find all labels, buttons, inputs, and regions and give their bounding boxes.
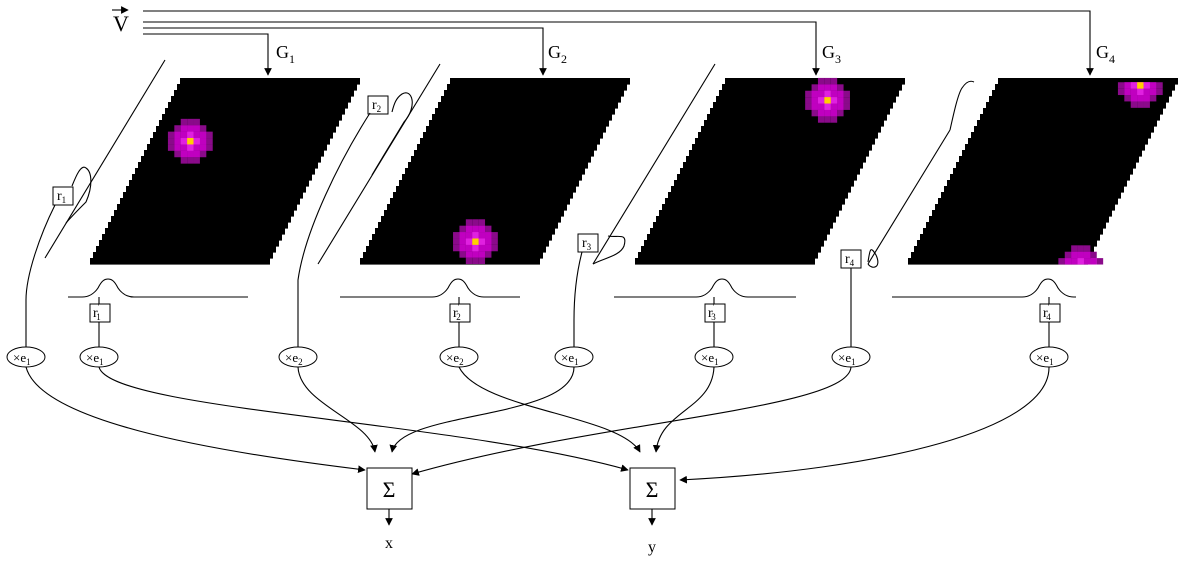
conn-rp4-y (679, 366, 1050, 484)
sum-connections (25, 366, 1050, 484)
r-prime-box-3: r'3 (704, 297, 726, 347)
svg-text:r'3: r'3 (708, 302, 716, 322)
activity-blob-4-1 (1117, 82, 1163, 108)
tuning-curve-3 (592, 235, 626, 265)
svg-text:×e2: ×e2 (285, 350, 303, 367)
input-line-g3 (143, 21, 820, 76)
multiplier-rp2: ×e2 (439, 346, 479, 368)
bottom-curve-3 (614, 278, 796, 298)
svg-text:×e1: ×e1 (838, 350, 856, 367)
grid-panel-1 (90, 78, 360, 265)
multiplier-r2: ×e2 (278, 346, 318, 368)
tuning-curve-1 (65, 166, 92, 224)
multiplier-rp1: ×e1 (79, 346, 119, 368)
tuning-axis-4 (867, 129, 951, 265)
svg-text:r2: r2 (372, 98, 381, 114)
conn-r1-x (25, 366, 366, 473)
gate-label-2: G2 (548, 42, 567, 66)
conn-rp2-y (458, 366, 641, 453)
gate-label-4: G4 (1096, 42, 1115, 66)
grid-panel-3 (635, 77, 905, 265)
input-line-g2 (143, 27, 547, 76)
bottom-curve-4 (892, 278, 1076, 298)
activity-blob-4-2 (1058, 245, 1104, 265)
sum-node-y: Σ y (629, 467, 676, 556)
activity-blob-1-1 (167, 118, 213, 164)
grid-panel-4 (908, 78, 1178, 265)
multipliers: ×e1 ×e1 ×e2 ×e2 ×e1 ×e1 ×e1 ×e1 (6, 346, 1069, 368)
conn-rp1-y (98, 366, 629, 472)
multiplier-r1: ×e1 (6, 346, 46, 368)
r-boxes: r1 r2 r3 r4 (52, 95, 862, 269)
left-tuning-curves (44, 59, 975, 268)
r-box-1: r1 (52, 186, 74, 206)
multiplier-r3: ×e1 (554, 346, 594, 368)
grid-panel-2 (360, 78, 630, 265)
svg-text:r4: r4 (845, 252, 855, 268)
multiplier-rp4: ×e1 (1029, 346, 1069, 368)
gate-labels: G1 G2 G3 G4 (276, 42, 1115, 66)
r-box-2: r2 (367, 95, 389, 115)
conn-r2-x (297, 366, 378, 453)
conn-r4-x (411, 366, 852, 476)
vector-label: V (113, 11, 129, 36)
sum-node-x: Σ x (366, 467, 413, 552)
sum-symbol-y: Σ (646, 477, 659, 502)
input-line-g1 (143, 33, 272, 76)
sum-box-x (366, 467, 413, 510)
bottom-curve-1 (68, 278, 248, 298)
input-vector: V (112, 6, 129, 36)
r-prime-boxes: r'1 r'2 r'3 r'4 (89, 297, 1061, 347)
svg-text:×e1: ×e1 (13, 350, 31, 367)
svg-text:r'2: r'2 (453, 302, 461, 322)
svg-text:r'4: r'4 (1043, 302, 1051, 322)
input-line-g4 (143, 10, 1094, 76)
r-connectors (25, 112, 852, 347)
activity-blob-2-1 (453, 219, 498, 265)
output-label-x: x (385, 535, 393, 552)
svg-text:r'1: r'1 (93, 302, 101, 322)
tuning-axis-1 (44, 59, 166, 259)
bottom-curve-2 (340, 278, 520, 298)
svg-text:r3: r3 (582, 236, 592, 252)
conn-r3-x (389, 366, 575, 453)
multiplier-r4: ×e1 (831, 346, 871, 368)
conn-rp3-y (652, 366, 715, 453)
activity-blob-3-1 (805, 77, 850, 123)
r-prime-box-1: r'1 (89, 297, 111, 347)
svg-text:×e1: ×e1 (701, 350, 719, 367)
r-prime-box-2: r'2 (449, 297, 471, 347)
svg-text:r1: r1 (57, 189, 66, 205)
tuning-curve-4 (867, 80, 975, 268)
input-lines (143, 10, 1094, 76)
svg-text:×e1: ×e1 (561, 350, 579, 367)
r-box-4: r4 (840, 249, 862, 269)
r-prime-box-4: r'4 (1039, 297, 1061, 347)
sum-symbol-x: Σ (383, 477, 396, 502)
output-label-y: y (648, 539, 656, 556)
multiplier-rp3: ×e1 (694, 346, 734, 368)
r-box-3: r3 (577, 233, 599, 253)
gate-label-3: G3 (822, 42, 841, 66)
tuning-axis-3 (592, 63, 716, 265)
gate-label-1: G1 (276, 42, 295, 66)
bottom-tuning-curves (68, 278, 1076, 298)
svg-text:×e2: ×e2 (446, 350, 464, 367)
svg-text:×e1: ×e1 (86, 350, 104, 367)
grid-panels (90, 77, 1178, 265)
svg-text:×e1: ×e1 (1036, 350, 1054, 367)
tuning-curve-2 (371, 92, 413, 176)
